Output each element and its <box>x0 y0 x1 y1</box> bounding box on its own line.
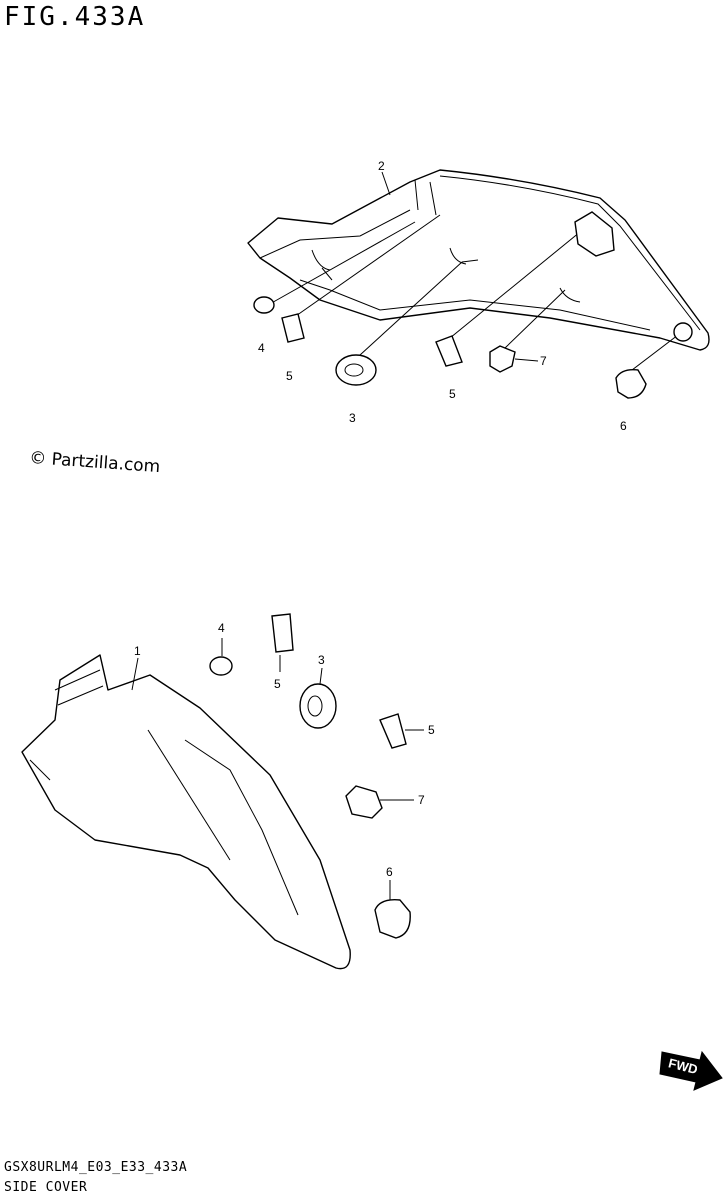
callout-top-7: 7 <box>540 354 547 368</box>
callout-top-5b: 5 <box>449 387 456 401</box>
callout-bottom-3: 3 <box>318 653 325 667</box>
top-side-cover-assembly <box>247 169 710 399</box>
callout-bottom-1: 1 <box>134 644 141 658</box>
callout-top-5a: 5 <box>286 369 293 383</box>
fwd-arrow-icon: FWD <box>659 1050 723 1091</box>
callout-top-4: 4 <box>258 341 265 355</box>
callout-bottom-4: 4 <box>218 621 225 635</box>
callout-top-6: 6 <box>620 419 627 433</box>
footer-name: SIDE COVER <box>4 1180 88 1195</box>
callout-labels: 2 4 5 3 5 7 6 1 4 5 3 5 7 6 <box>134 159 627 879</box>
callout-bottom-5a: 5 <box>274 677 281 691</box>
callout-bottom-6: 6 <box>386 865 393 879</box>
fwd-label: FWD <box>667 1055 699 1077</box>
callout-bottom-7: 7 <box>418 793 425 807</box>
bottom-side-cover-exploded <box>21 613 424 970</box>
callout-top-3: 3 <box>349 411 356 425</box>
callout-bottom-5b: 5 <box>428 723 435 737</box>
footer-code: GSX8URLM4_E03_E33_433A <box>4 1160 188 1175</box>
callout-top-2: 2 <box>378 159 385 173</box>
figure-title: FIG.433A <box>4 2 146 32</box>
